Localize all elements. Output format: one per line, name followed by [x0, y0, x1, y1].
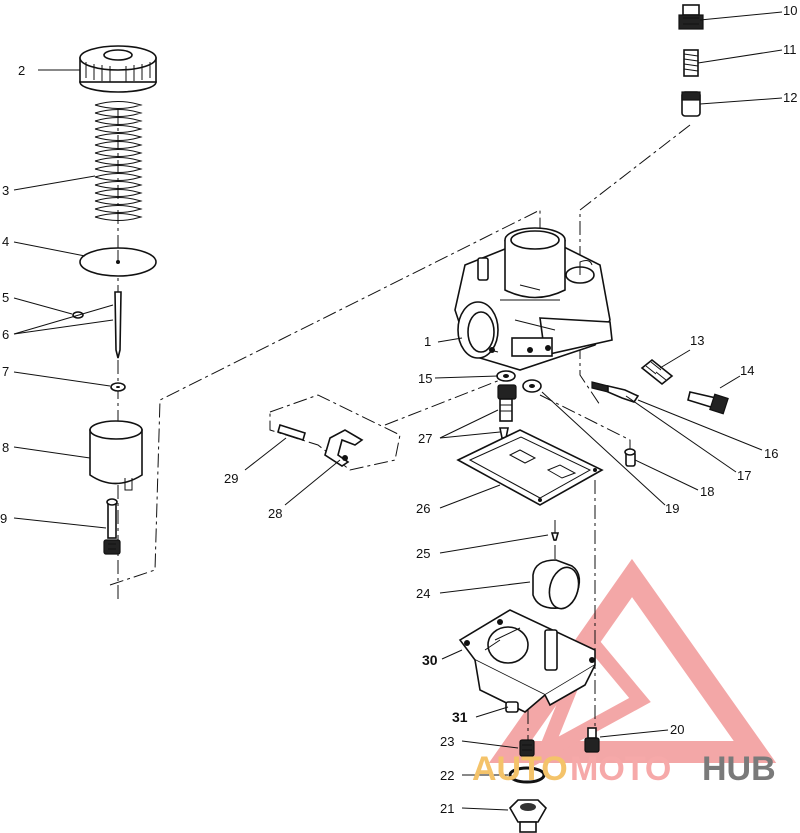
choke-plunger [591, 381, 640, 403]
float-pin [550, 532, 560, 541]
float-bowl-screw [584, 727, 600, 753]
gasket-washer [496, 370, 516, 382]
callout-20: 20 [670, 722, 684, 737]
carburetor-cap [79, 45, 157, 93]
callout-18: 18 [700, 484, 714, 499]
watermark: AUTO MOTO HUB [472, 750, 776, 788]
callout-21: 21 [440, 801, 454, 816]
callout-11: 11 [783, 42, 797, 57]
callout-10: 10 [783, 3, 797, 18]
top-fitting [678, 4, 704, 30]
float [532, 559, 581, 610]
callout-25: 25 [416, 546, 430, 561]
drain-plug [519, 739, 535, 757]
callout-8: 8 [2, 440, 9, 455]
pilot-screw [103, 498, 121, 555]
fitting-spring [683, 49, 699, 77]
main-jet [497, 384, 517, 422]
callout-29: 29 [224, 471, 238, 486]
callout-16: 16 [764, 446, 778, 461]
callout-30: 30 [422, 652, 438, 668]
callout-2: 2 [18, 63, 25, 78]
o-ring [508, 766, 546, 784]
callout-4: 4 [2, 234, 9, 249]
callout-17: 17 [737, 468, 751, 483]
callout-31: 31 [452, 709, 468, 725]
jet-needle [114, 291, 122, 359]
watermark-moto: MOTO [570, 750, 671, 788]
callout-15: 15 [418, 371, 432, 386]
callout-19: 19 [665, 501, 679, 516]
callout-27: 27 [418, 431, 432, 446]
idle-spring [640, 358, 674, 386]
callout-6: 6 [2, 327, 9, 342]
callout-12: 12 [783, 90, 797, 105]
watermark-auto: AUTO [472, 750, 568, 788]
idle-adjust-screw [687, 391, 729, 415]
drain-screw [505, 701, 519, 713]
callout-7: 7 [2, 364, 9, 379]
needle-retainer-plate [79, 247, 157, 277]
choke-lever [277, 423, 364, 467]
callout-22: 22 [440, 768, 454, 783]
air-screw [624, 448, 636, 467]
float-bowl [458, 609, 596, 713]
throttle-slide [89, 420, 143, 491]
callout-28: 28 [268, 506, 282, 521]
callout-24: 24 [416, 586, 430, 601]
bottom-bolt [509, 799, 547, 833]
float-bowl-gasket [456, 429, 604, 506]
callout-14: 14 [740, 363, 754, 378]
throttle-spring [94, 101, 143, 221]
callout-1: 1 [424, 334, 431, 349]
callout-13: 13 [690, 333, 704, 348]
fitting-collar [681, 91, 701, 117]
carburetor-body [454, 227, 613, 371]
callout-23: 23 [440, 734, 454, 749]
jet-holder-washer [522, 379, 542, 393]
callout-5: 5 [2, 290, 9, 305]
needle-washer [110, 382, 126, 392]
callout-9: 9 [0, 511, 7, 526]
watermark-hub: HUB [702, 750, 776, 788]
leader-lines [13, 11, 783, 811]
callout-3: 3 [2, 183, 9, 198]
callout-26: 26 [416, 501, 430, 516]
